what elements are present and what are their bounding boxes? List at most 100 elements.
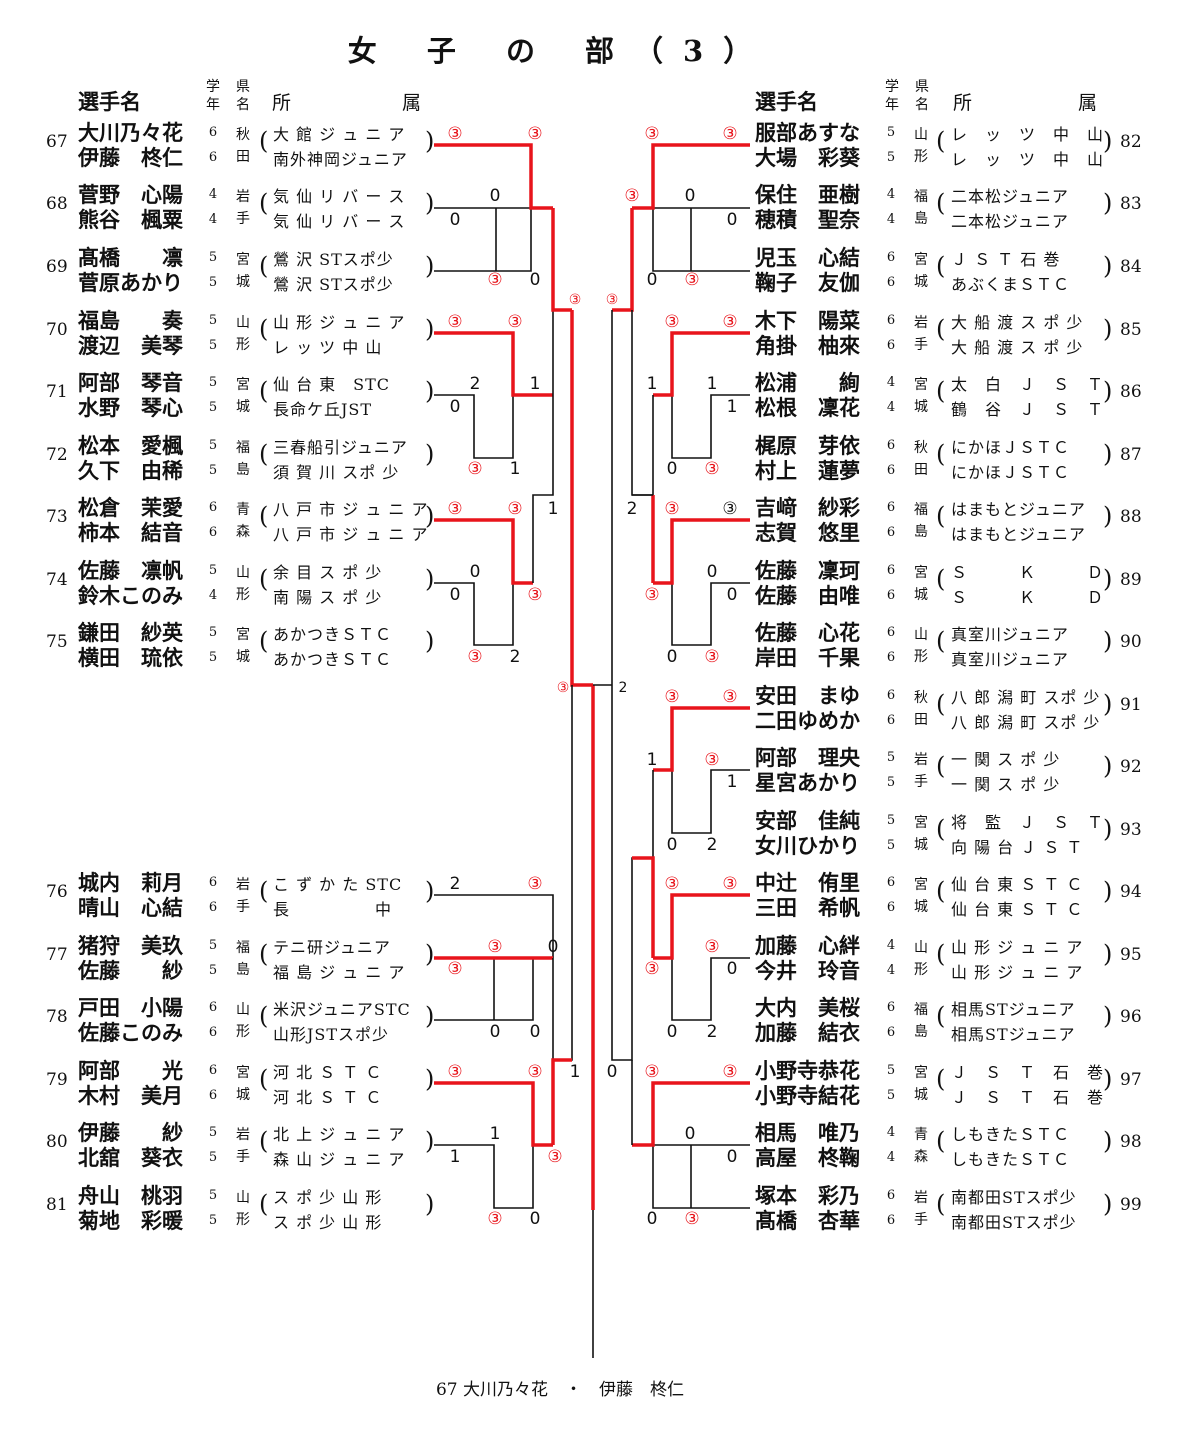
match-score: ③ [467, 647, 482, 667]
match-score: ③ [722, 687, 737, 707]
prefecture-char: 形 [236, 1212, 250, 1228]
match-score: 0 [727, 585, 738, 605]
club-name: 三春船引ジュニア [273, 438, 408, 457]
player-grade: 4 [208, 187, 218, 202]
club-name: レ ッ ツ 中 山 [273, 338, 383, 357]
player-name: 佐藤 心花 [755, 620, 860, 645]
paren-close: ) [425, 440, 435, 468]
player-name: 阿部 光 [78, 1058, 183, 1083]
bracket-line [653, 894, 750, 959]
winner-path [632, 856, 655, 958]
player-grade: 6 [886, 338, 896, 353]
match-score: 1 [727, 772, 738, 792]
player-grade: 4 [886, 400, 896, 415]
club-name: あかつきＳＴＣ [273, 650, 393, 669]
team-number: 89 [1120, 570, 1142, 590]
paren-close: ) [425, 377, 435, 405]
player-grade: 6 [208, 1025, 218, 1040]
bracket-line [434, 144, 532, 208]
player-name: 相馬 唯乃 [755, 1120, 860, 1145]
player-name: 戸田 小陽 [78, 995, 183, 1020]
player-name: 伊藤 紗 [78, 1120, 183, 1145]
club-name: 南都田STスポ少 [951, 1213, 1077, 1232]
club-name: 山 形 ジ ュ ニ ア [951, 938, 1084, 957]
team-number: 92 [1120, 757, 1142, 777]
match-score: 2 [707, 1022, 718, 1042]
paren-close: ) [425, 315, 435, 343]
match-score: ③ [447, 124, 462, 144]
player-grade: 6 [886, 625, 896, 640]
club-name: 山 形 ジ ュ ニ ア [951, 963, 1084, 982]
paren-open: ( [936, 127, 946, 155]
match-score: ③ [722, 499, 737, 519]
match-score: 1 [490, 1124, 501, 1144]
club-name: 気 仙 リ バ ー ス [273, 187, 406, 206]
header-pref-left-1: 県 [236, 79, 250, 95]
match-score: ③ [447, 312, 462, 332]
player-grade: 4 [208, 588, 218, 603]
prefecture-char: 手 [914, 337, 928, 353]
prefecture-char: 手 [236, 1149, 250, 1165]
paren-close: ) [1103, 127, 1113, 155]
team-number: 95 [1120, 945, 1142, 965]
player-name: 松倉 茉愛 [78, 495, 183, 520]
player-grade: 6 [886, 563, 896, 578]
player-name: 鎌田 紗英 [78, 620, 183, 645]
page-title: 女 子 の 部（3） [347, 34, 773, 68]
team-number: 91 [1120, 695, 1142, 715]
match-score: ③ [487, 937, 502, 957]
prefecture-char: 手 [236, 899, 250, 915]
prefecture-char: 城 [914, 899, 928, 915]
prefecture-char: 宮 [236, 1065, 250, 1081]
club-name: 須 賀 川 スポ 少 [273, 463, 400, 482]
player-grade: 6 [208, 875, 218, 890]
player-name: 鞠子 友伽 [755, 270, 860, 295]
match-score: 0 [667, 835, 678, 855]
player-grade: 6 [886, 463, 896, 478]
prefecture-char: 形 [914, 962, 928, 978]
paren-open: ( [936, 752, 946, 780]
club-name: 山 形 ジ ュ ニ ア [273, 313, 406, 332]
prefecture-char: 秋 [914, 690, 928, 706]
bracket-line [552, 685, 573, 1061]
match-score: 1 [727, 397, 738, 417]
team-number: 75 [46, 632, 68, 652]
paren-close: ) [1103, 1065, 1113, 1093]
prefecture-char: 宮 [914, 1065, 928, 1081]
team-number: 85 [1120, 320, 1142, 340]
club-name: あぶくまＳＴＣ [951, 275, 1071, 294]
club-name: 向 陽 台 Ｊ Ｓ Ｔ [951, 838, 1084, 857]
champion-label: 67 大川乃々花 ・ 伊藤 柊仁 [435, 1380, 685, 1400]
winner-path [653, 893, 750, 960]
prefecture-char: 宮 [914, 377, 928, 393]
match-score: 1 [707, 374, 718, 394]
bracket-line [671, 394, 750, 459]
player-name: 渡辺 美琴 [78, 333, 183, 358]
match-score: 0 [647, 1209, 658, 1229]
paren-open: ( [259, 940, 269, 968]
match-score: 0 [490, 1022, 501, 1042]
player-grade: 5 [886, 750, 896, 765]
team-number: 84 [1120, 257, 1142, 277]
paren-close: ) [1103, 565, 1113, 593]
team-number: 97 [1120, 1070, 1142, 1090]
match-score: 0 [685, 1124, 696, 1144]
prefecture-char: 城 [914, 274, 928, 290]
team-number: 87 [1120, 445, 1142, 465]
match-score: 0 [470, 562, 481, 582]
team-number: 98 [1120, 1132, 1142, 1152]
player-grade: 4 [886, 938, 896, 953]
bracket-line [434, 958, 534, 1021]
paren-close: ) [425, 1065, 435, 1093]
winner-path [551, 208, 572, 312]
player-name: 佐藤 凜珂 [755, 558, 860, 583]
